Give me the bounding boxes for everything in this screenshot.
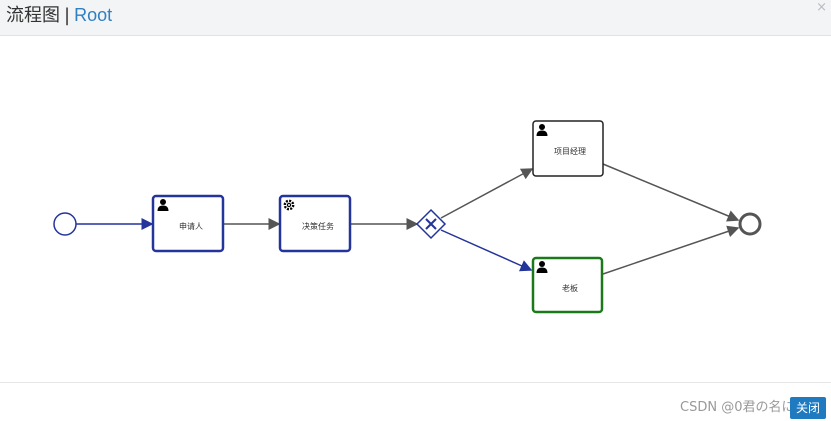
user-icon [157,199,169,211]
title-separator: | [64,5,71,26]
x-icon [425,218,437,230]
task-boss-label: 老板 [562,283,578,293]
dialog-header: 流程图|Root × [0,0,831,36]
flow-gateway-to-project-manager [440,168,534,219]
title-text: 流程图 [6,5,60,26]
task-applicant[interactable]: 申请人 [151,194,225,253]
task-project-manager[interactable]: 项目经理 [532,120,604,177]
title-subtitle: Root [74,5,113,25]
user-icon [536,124,548,136]
end-event[interactable] [738,212,762,236]
task-decision-label: 决策任务 [302,221,334,231]
gear-icon [283,199,295,211]
dialog-title: 流程图|Root [6,3,112,28]
flow-project-manager-to-end [602,163,740,222]
exclusive-gateway[interactable] [415,208,447,240]
process-diagram: 申请人 决策任务 项目经理 [0,36,831,382]
flow-boss-to-end [602,225,740,275]
task-decision[interactable]: 决策任务 [278,194,352,253]
dialog-footer: CSDN @0君の名に甘 关闭 [0,382,831,421]
watermark-text: CSDN @0君の名に甘 [680,400,808,415]
flow-gateway-to-boss [440,229,533,272]
task-boss[interactable]: 老板 [531,256,604,314]
close-button[interactable]: 关闭 [790,397,826,419]
start-event[interactable] [53,212,77,236]
user-icon [536,261,548,273]
task-applicant-label: 申请人 [179,221,203,231]
task-project-manager-label: 项目经理 [554,146,586,156]
close-icon[interactable]: × [816,0,827,15]
